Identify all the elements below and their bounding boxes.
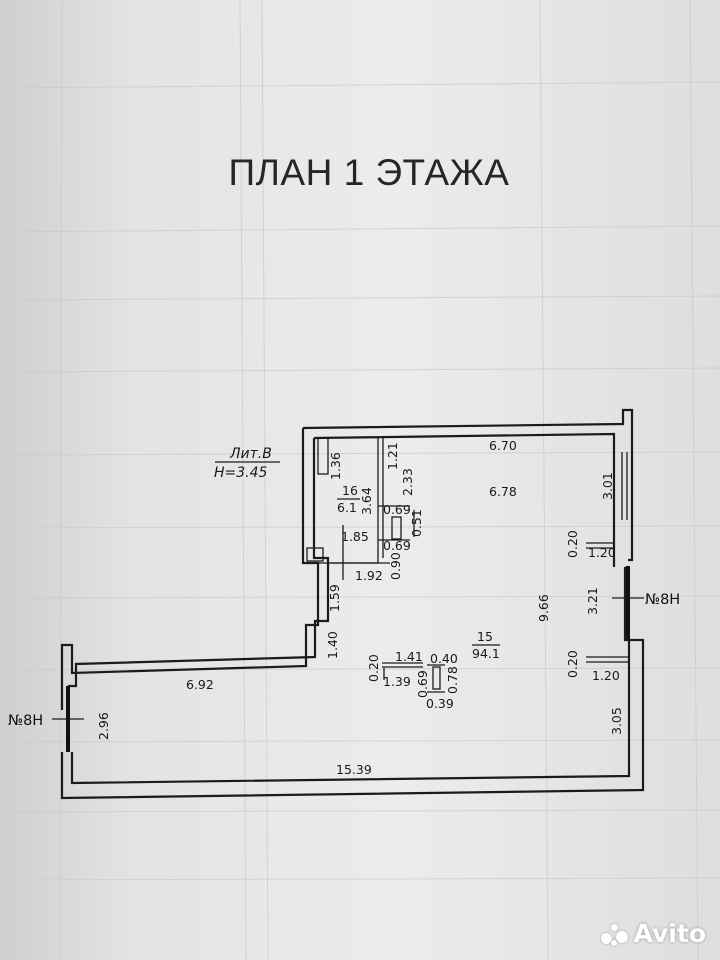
dim-right-top: 3.01: [600, 472, 615, 500]
dim-col-139: 1.39: [383, 674, 411, 689]
dim-col-020: 0.20: [366, 654, 381, 682]
page-title: ПЛАН 1 ЭТАЖА: [228, 152, 510, 193]
section-mark-right: №8Н: [645, 592, 680, 608]
dim-col-078: 0.78: [445, 666, 460, 694]
avito-wordmark: Avito: [633, 919, 706, 948]
room-15-area: 94.1: [472, 646, 500, 661]
avito-logo-icon: [599, 921, 629, 947]
dim-136: 1.36: [328, 452, 343, 480]
dim-192: 1.92: [355, 568, 383, 583]
dim-right-bottom: 3.05: [609, 707, 624, 735]
dim-bottom: 15.39: [336, 762, 372, 777]
room-16-number: 16: [342, 483, 358, 498]
dim-pier-020a: 0.20: [565, 530, 580, 558]
dim-room-width: 6.78: [489, 484, 517, 499]
section-mark-left: №8Н: [8, 713, 43, 729]
dim-185: 1.85: [341, 529, 369, 544]
dim-159: 1.59: [327, 584, 342, 612]
outer-walls: [60, 408, 645, 800]
dim-col-141: 1.41: [395, 649, 423, 664]
room-15-number: 15: [477, 629, 493, 644]
dim-col-040: 0.40: [430, 651, 458, 666]
dim-left-end: 2.96: [96, 712, 111, 740]
dim-364: 3.64: [359, 487, 374, 515]
dim-top-wall: 6.70: [489, 438, 517, 453]
avito-watermark: Avito: [599, 919, 706, 948]
dim-depth: 9.66: [536, 594, 551, 622]
dim-121: 1.21: [385, 442, 400, 470]
dim-069b: 0.69: [383, 538, 411, 553]
dim-pier-020b: 0.20: [565, 650, 580, 678]
dim-069a: 0.69: [383, 502, 411, 517]
dim-col-039: 0.39: [426, 696, 454, 711]
section-markers: [52, 597, 644, 720]
room-16-area: 6.1: [337, 500, 357, 515]
dim-051: 0.51: [409, 509, 424, 537]
dim-140: 1.40: [325, 631, 340, 659]
dim-right-mid: 3.21: [585, 587, 600, 615]
dim-left-wing: 6.92: [186, 677, 214, 692]
dim-pier-120b: 1.20: [592, 668, 620, 683]
dim-233: 2.33: [400, 468, 415, 496]
room-16-partitions: [306, 436, 415, 580]
column-and-piers: [382, 542, 629, 693]
dim-col-069: 0.69: [415, 670, 430, 698]
dim-pier-120a: 1.20: [588, 545, 616, 560]
dim-090: 0.90: [388, 552, 403, 580]
height-label: Н=3.45: [214, 465, 268, 481]
lit-label: Лит.В: [229, 446, 272, 462]
